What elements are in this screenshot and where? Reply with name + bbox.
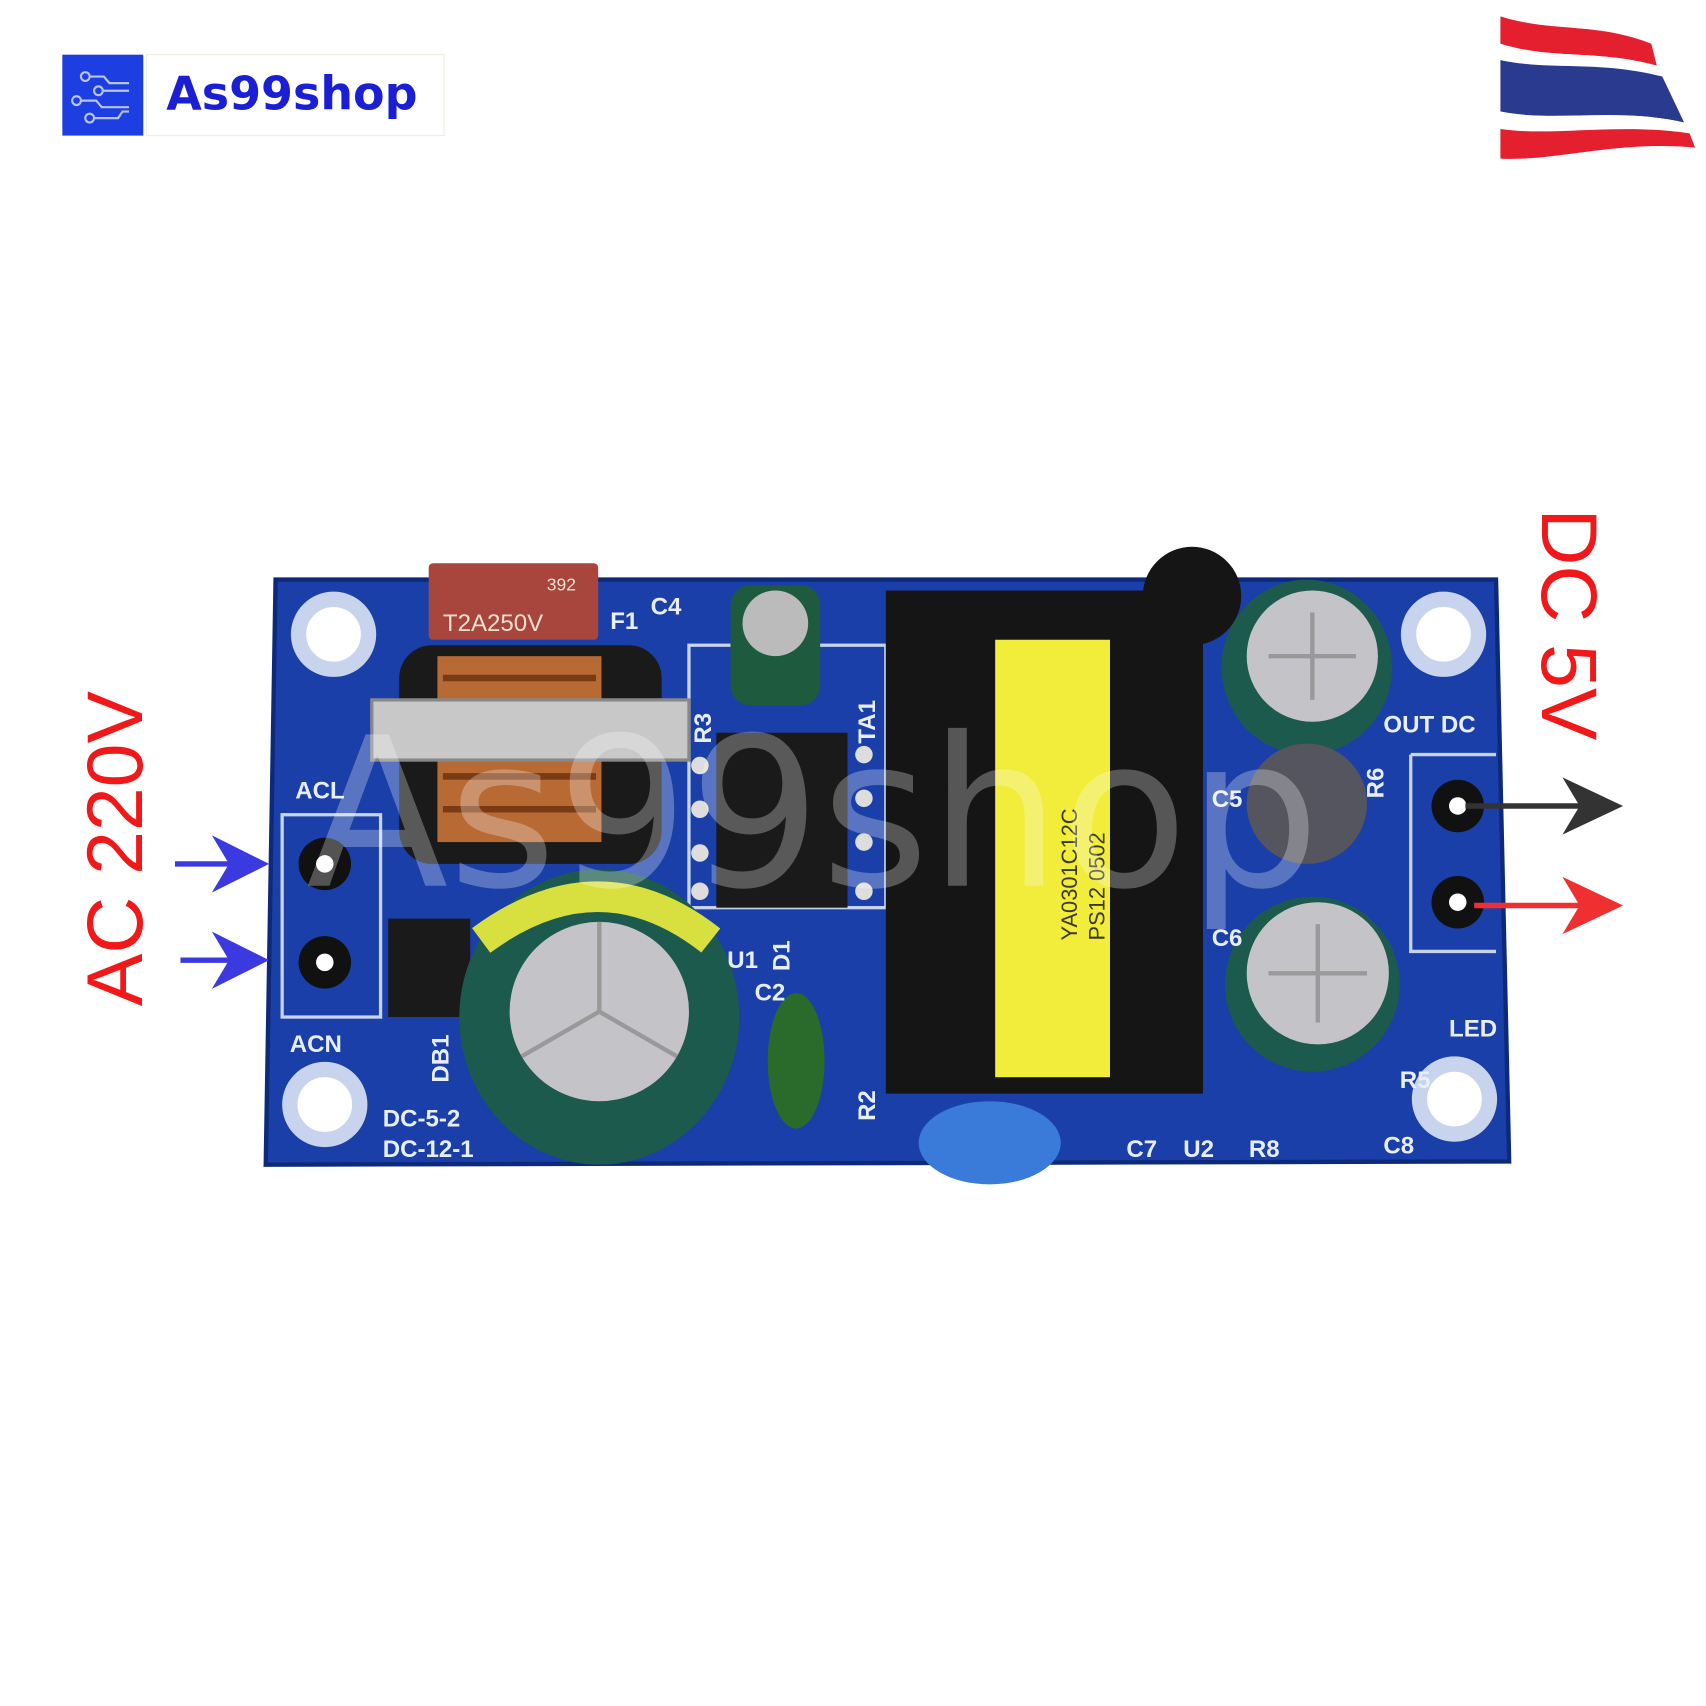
- silkscreen-label: DC-5-2: [383, 1105, 461, 1132]
- bridge-rectifier: [388, 918, 471, 1018]
- output-terminals: [1431, 779, 1485, 929]
- silkscreen-label: C4: [651, 594, 682, 621]
- silkscreen-label: 392: [547, 575, 576, 595]
- circuit-traces-icon: [71, 71, 130, 124]
- bulk-capacitor: [459, 869, 740, 1165]
- silkscreen-label: U1: [727, 947, 758, 974]
- silkscreen-label: YA0301C12C: [1057, 808, 1082, 940]
- capacitor-c4: [730, 585, 821, 706]
- fuse: T2A250V 392: [428, 563, 599, 640]
- silkscreen-label: C5: [1212, 786, 1243, 813]
- silkscreen-label: R2: [854, 1090, 881, 1121]
- silkscreen-label: R8: [1249, 1136, 1280, 1163]
- output-voltage-label: DC 5V: [1525, 509, 1613, 741]
- y-capacitor: [918, 1101, 1061, 1185]
- ic-u1: [691, 732, 873, 908]
- silkscreen-label: C2: [755, 980, 786, 1007]
- output-arrow-icon: [1465, 777, 1624, 835]
- silkscreen-label: PS12 0502: [1085, 832, 1110, 940]
- thailand-flag: [1500, 16, 1696, 159]
- silkscreen-label: TA1: [854, 700, 881, 744]
- transistor: [1142, 546, 1242, 646]
- transformer: YA0301C12C PS12 0502: [885, 590, 1203, 1094]
- input-arrow-icon: [174, 835, 270, 893]
- input-arrow-icon: [180, 931, 270, 989]
- logo-text: As99shop: [166, 66, 417, 120]
- silkscreen-label: C8: [1383, 1133, 1414, 1160]
- input-terminals: [298, 837, 352, 989]
- logo-badge: [62, 54, 144, 136]
- input-voltage-label: AC 220V: [71, 691, 159, 1007]
- watermark: As99shop: [306, 694, 1320, 936]
- capacitor-c2: [767, 992, 825, 1129]
- silkscreen-label: ACN: [290, 1031, 342, 1058]
- common-mode-choke: [370, 645, 691, 864]
- silkscreen-label: T2A250V: [443, 610, 543, 637]
- silkscreen-label: F1: [610, 608, 638, 635]
- silkscreen-labels: ACL ACN F1 C4 TA1 R3 U1 D1 C2 R2 DB1 DC-…: [290, 594, 1497, 1163]
- silkscreen-label: R5: [1400, 1067, 1431, 1094]
- silkscreen-label: C6: [1212, 925, 1243, 952]
- power-supply-board: T2A250V 392: [263, 546, 1512, 1185]
- silkscreen-label: R6: [1362, 768, 1389, 799]
- output-arrow-icon: [1474, 876, 1624, 935]
- mounting-holes: [282, 591, 1498, 1148]
- silkscreen-label: U2: [1183, 1136, 1214, 1163]
- silkscreen-label: OUT DC: [1383, 712, 1475, 739]
- logo-box: [145, 54, 445, 137]
- silkscreen-label: ACL: [295, 777, 344, 804]
- silkscreen-label: DC-12-1: [383, 1136, 474, 1163]
- silkscreen-label: DB1: [427, 1035, 454, 1083]
- output-capacitors: [1221, 579, 1400, 1072]
- silkscreen-label: D1: [769, 940, 796, 971]
- shop-logo: As99shop: [62, 54, 445, 137]
- silkscreen-label: R3: [690, 713, 717, 744]
- silkscreen-label: LED: [1449, 1016, 1497, 1043]
- silkscreen-label: C7: [1126, 1136, 1157, 1163]
